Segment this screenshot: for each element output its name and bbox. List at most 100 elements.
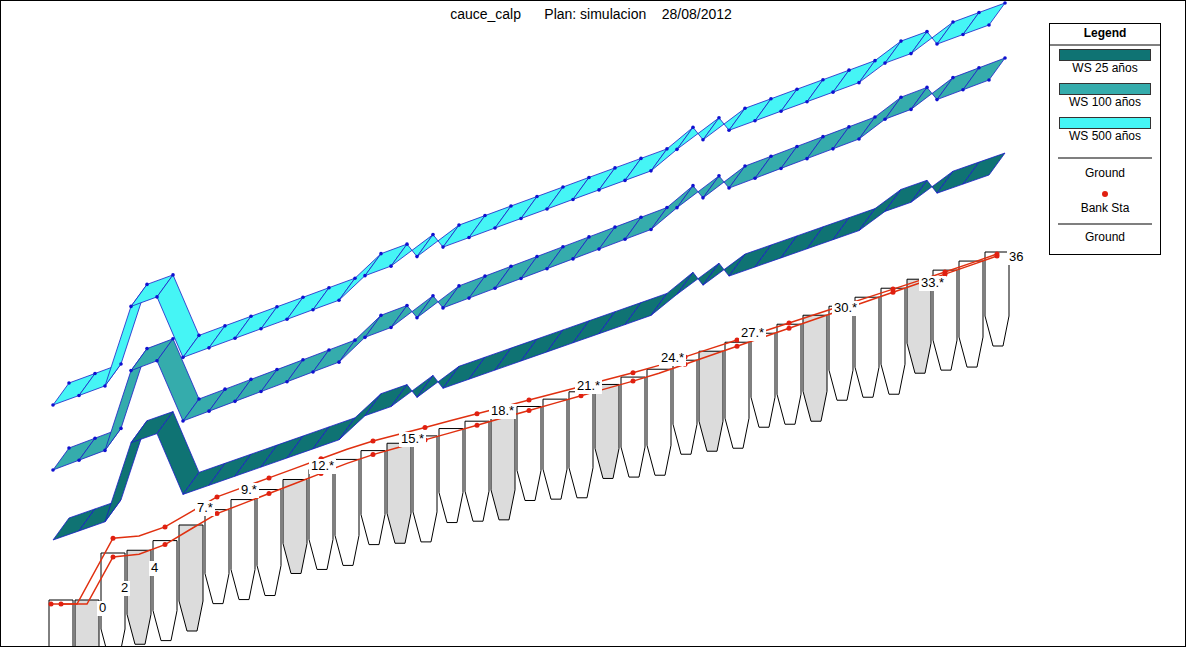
- ground-section: [569, 392, 593, 498]
- surface-point: [649, 169, 653, 173]
- surface-point: [623, 179, 627, 183]
- bank-station-dot: [475, 411, 480, 416]
- surface-point: [67, 381, 71, 385]
- bank-line: [61, 256, 997, 604]
- surface-point: [415, 316, 419, 320]
- surface-point: [779, 109, 783, 113]
- water-surface-panel: [833, 61, 875, 93]
- bank-station-dot: [371, 439, 376, 444]
- surface-point: [597, 247, 601, 251]
- water-surface-panel: [391, 235, 433, 267]
- surface-point: [909, 108, 913, 112]
- section-label: 30.*: [832, 301, 859, 316]
- section-label: 36: [1007, 250, 1025, 265]
- surface-point: [207, 409, 211, 413]
- surface-point: [285, 317, 289, 321]
- surface-point: [935, 98, 939, 102]
- surface-point: [431, 233, 435, 237]
- bank-station-dot: [371, 452, 376, 457]
- water-surface-panel: [313, 340, 355, 372]
- ground-section: [699, 351, 723, 451]
- surface-point: [379, 314, 383, 318]
- legend-dot-sample: [1102, 191, 1108, 197]
- bank-station-dot: [787, 326, 792, 331]
- surface-point: [233, 337, 237, 341]
- ground-section: [985, 252, 1009, 346]
- bank-station-dot: [527, 398, 532, 403]
- surface-point: [535, 255, 539, 259]
- legend-label: WS 100 años: [1050, 96, 1160, 110]
- surface-point: [727, 128, 731, 132]
- surface-point: [405, 242, 409, 246]
- ground-section: [361, 451, 385, 545]
- surface-point: [769, 154, 773, 158]
- ground-section: [907, 279, 931, 373]
- bank-station-dot: [111, 536, 116, 541]
- surface-point: [1003, 56, 1007, 60]
- surface-point: [509, 204, 513, 208]
- surface-point: [457, 223, 461, 227]
- legend-swatch: [1059, 83, 1151, 95]
- surface-point: [311, 370, 315, 374]
- cross-sections: [49, 252, 1009, 647]
- surface-point: [171, 337, 175, 341]
- surface-point: [717, 116, 721, 120]
- bank-station-dot: [891, 287, 896, 292]
- surface-point: [441, 306, 445, 310]
- section-label: 0: [97, 601, 108, 616]
- surface-point: [545, 267, 549, 271]
- legend-line-sample: [1058, 157, 1152, 158]
- surface-point: [493, 287, 497, 291]
- surface-point: [587, 176, 591, 180]
- legend-heading: Legend: [1050, 27, 1160, 41]
- surface-point: [571, 198, 575, 202]
- surface-point: [93, 436, 97, 440]
- surface-point: [857, 81, 861, 85]
- bank-line: [51, 254, 997, 604]
- ground-section: [153, 541, 177, 641]
- surface-point: [519, 217, 523, 221]
- surface-point: [961, 33, 965, 37]
- surface-point: [275, 368, 279, 372]
- surface-point: [795, 145, 799, 149]
- ground-section: [491, 414, 515, 520]
- surface-point: [77, 394, 81, 398]
- water-surface-panel: [677, 118, 719, 150]
- surface-point: [129, 305, 133, 309]
- ground-section: [881, 288, 905, 394]
- ground-section: [283, 479, 307, 573]
- surface-point: [925, 30, 929, 34]
- section-label: 18.*: [489, 404, 516, 419]
- surface-point: [951, 20, 955, 24]
- water-surface-panel: [859, 41, 901, 83]
- surface-point: [899, 39, 903, 43]
- section-label: 4: [149, 561, 160, 576]
- surface-point: [389, 326, 393, 330]
- ground-section: [777, 324, 801, 424]
- surface-point: [831, 147, 835, 151]
- legend-label: Ground: [1050, 231, 1160, 245]
- section-label: 33.*: [919, 276, 946, 291]
- bank-station-dot: [163, 524, 168, 529]
- surface-point: [545, 207, 549, 211]
- surface-point: [379, 252, 383, 256]
- legend-swatch: [1059, 49, 1151, 61]
- legend-label: Ground: [1050, 167, 1160, 181]
- surface-point: [597, 188, 601, 192]
- ground-section: [75, 600, 99, 647]
- ground-section: [127, 550, 151, 644]
- water-surface-panel: [391, 375, 433, 406]
- water-surface-panel: [885, 180, 927, 211]
- surface-point: [259, 390, 263, 394]
- surface-point: [181, 419, 185, 423]
- water-surface-panel: [677, 176, 719, 208]
- surface-point: [467, 296, 471, 300]
- surface-point: [769, 97, 773, 101]
- surface-point: [197, 397, 201, 401]
- bank-station-dot: [49, 602, 54, 607]
- surface-point: [51, 468, 55, 472]
- ground-section: [517, 406, 541, 500]
- ground-section: [205, 510, 229, 604]
